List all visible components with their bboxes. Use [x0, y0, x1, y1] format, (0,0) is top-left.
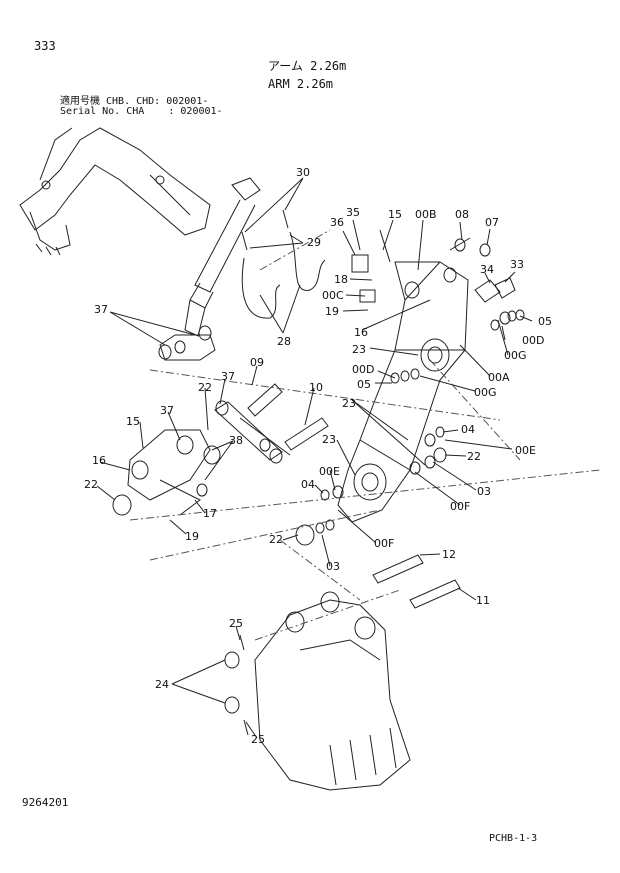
callout-24: 24 [155, 678, 169, 691]
hoses [241, 209, 326, 319]
callout-19: 19 [185, 530, 199, 543]
bucket [254, 591, 411, 791]
callout-15: 15 [388, 208, 402, 221]
callout-23: 23 [352, 343, 366, 356]
machine-silhouette [19, 127, 211, 256]
callout-00G: 00G [504, 349, 527, 362]
callout-10: 10 [309, 381, 323, 394]
callout-25: 25 [251, 733, 265, 746]
arm-cylinder [158, 177, 261, 361]
callout-03: 03 [326, 560, 340, 573]
callout-28: 28 [277, 335, 291, 348]
serial-applicability-line-2: Serial No. CHA : 020001- [60, 106, 223, 117]
callout-00A: 00A [488, 371, 510, 384]
figure-number: 9264201 [22, 796, 69, 809]
callout-36: 36 [330, 216, 344, 229]
callout-19: 19 [325, 305, 339, 318]
callout-33: 33 [510, 258, 524, 271]
serial-applicability-line-1: 適用号機 CHB. CHD: 002001- [60, 96, 209, 107]
callout-03: 03 [477, 485, 491, 498]
callout-38: 38 [229, 434, 243, 447]
callout-22: 22 [269, 533, 283, 546]
callout-04: 04 [301, 478, 315, 491]
bushings-seals [112, 229, 525, 736]
callout-00F: 00F [374, 537, 394, 550]
callout-00B: 00B [415, 208, 437, 221]
callout-18: 18 [334, 273, 348, 286]
callout-07: 07 [485, 216, 499, 229]
callout-34: 34 [480, 263, 494, 276]
callout-00E: 00E [319, 465, 340, 478]
callout-22: 22 [467, 450, 481, 463]
callout-12: 12 [442, 548, 456, 561]
callout-25: 25 [229, 617, 243, 630]
callout-00G: 00G [474, 386, 497, 399]
callout-11: 11 [476, 594, 490, 607]
callout-00D: 00D [522, 334, 544, 347]
callout-04: 04 [461, 423, 475, 436]
callout-37: 37 [160, 404, 174, 417]
callout-17: 17 [203, 507, 217, 520]
callout-labels: 30 29 28 36 35 15 00B 08 07 18 00C 19 34… [84, 166, 552, 746]
callout-00E: 00E [515, 444, 536, 457]
callout-15: 15 [126, 415, 140, 428]
arm-body [337, 261, 469, 523]
callout-00D: 00D [352, 363, 374, 376]
callout-05: 05 [357, 378, 371, 391]
callout-30: 30 [296, 166, 310, 179]
callout-23: 23 [342, 397, 356, 410]
callout-00C: 00C [322, 289, 344, 302]
link-assembly [127, 400, 291, 516]
callout-16: 16 [92, 454, 106, 467]
sheet-code: PCHB-1-3 [489, 833, 538, 844]
callout-09: 09 [250, 356, 264, 369]
callout-23: 23 [322, 433, 336, 446]
centerlines [129, 229, 601, 641]
title-japanese: アーム 2.26m [268, 59, 347, 73]
callout-37: 37 [221, 370, 235, 383]
page-number: 333 [34, 39, 56, 53]
callout-05: 05 [538, 315, 552, 328]
callout-22: 22 [84, 478, 98, 491]
callout-29: 29 [307, 236, 321, 249]
pins [247, 383, 461, 609]
leader-lines [96, 177, 533, 739]
title-english: ARM 2.26m [268, 77, 334, 91]
callout-37: 37 [94, 303, 108, 316]
callout-16: 16 [354, 326, 368, 339]
callout-00F: 00F [450, 500, 470, 513]
callout-35: 35 [346, 206, 360, 219]
callout-08: 08 [455, 208, 469, 221]
callout-22: 22 [198, 381, 212, 394]
